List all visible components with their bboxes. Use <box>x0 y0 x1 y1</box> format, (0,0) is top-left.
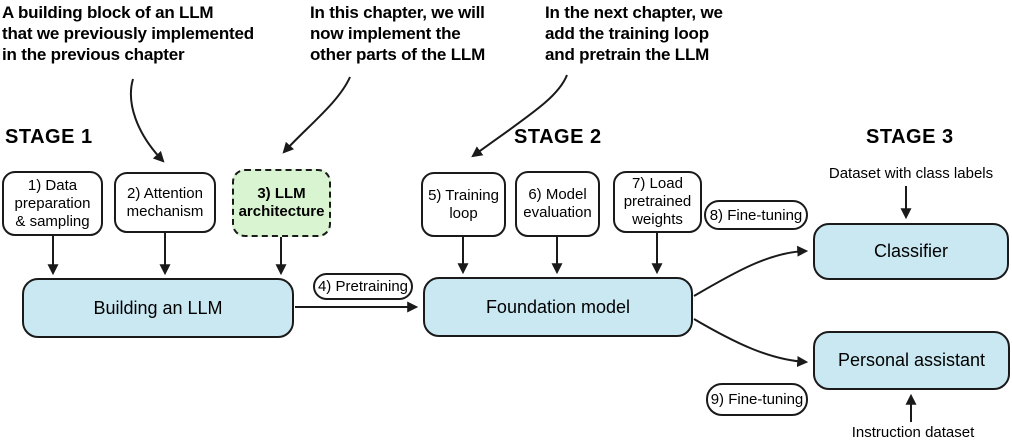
annotation-this-chapter: In this chapter, we will now implement t… <box>310 3 486 64</box>
pill-fine-tuning-8: 8) Fine-tuning <box>704 200 808 230</box>
arrow-foundation-to-classifier <box>693 245 809 297</box>
arrow-ann-this-to-llm-arch <box>282 76 351 154</box>
arrow-foundation-to-personal <box>693 318 809 367</box>
stage3-label: STAGE 3 <box>866 126 954 148</box>
box-load-pretrained-weights: 7) Load pretrained weights <box>613 171 702 233</box>
box-personal-assistant: Personal assistant <box>813 331 1010 390</box>
box-data-preparation: 1) Data preparation & sampling <box>2 171 103 236</box>
arrow-ann-next-to-training <box>471 74 568 158</box>
box-foundation-model: Foundation model <box>423 277 693 337</box>
label-dataset-class-labels: Dataset with class labels <box>828 165 994 182</box>
box-attention-mechanism: 2) Attention mechanism <box>114 172 216 233</box>
annotation-prev-chapter: A building block of an LLM that we previ… <box>2 3 254 64</box>
box-model-evaluation: 6) Model evaluation <box>515 171 600 237</box>
stage2-label: STAGE 2 <box>514 126 602 148</box>
pill-pretraining: 4) Pretraining <box>313 273 413 300</box>
box-building-llm: Building an LLM <box>22 278 294 338</box>
stage1-label: STAGE 1 <box>5 126 93 148</box>
label-instruction-dataset: Instruction dataset <box>851 424 975 441</box>
pill-fine-tuning-9: 9) Fine-tuning <box>706 383 808 416</box>
annotation-next-chapter: In the next chapter, we add the training… <box>545 3 723 64</box>
box-training-loop: 5) Training loop <box>421 172 506 237</box>
box-llm-architecture: 3) LLM architecture <box>232 169 331 237</box>
arrow-ann-prev-to-attention <box>129 78 165 163</box>
box-classifier: Classifier <box>813 223 1009 280</box>
